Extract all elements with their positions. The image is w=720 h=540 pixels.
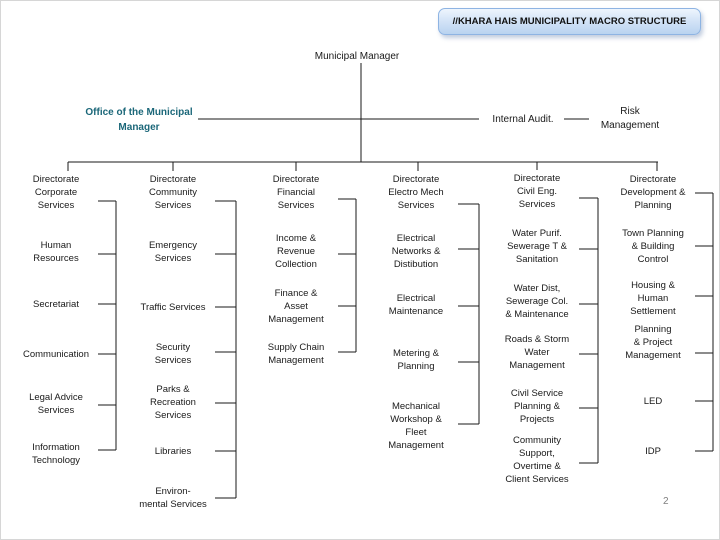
node-led: LED xyxy=(643,396,663,407)
page-number: 2 xyxy=(663,496,669,507)
node-metering-planning: Metering & Planning xyxy=(393,348,439,372)
node-town-planning-building-control: Town Planning & Building Control xyxy=(622,228,684,265)
node-civil-service-planning-projects: Civil Service Planning & Projects xyxy=(510,388,564,425)
node-traffic-services: Traffic Services xyxy=(140,302,206,313)
slide-title-box: //KHARA HAIS MUNICIPALITY MACRO STRUCTUR… xyxy=(438,8,701,35)
node-water-purif-sewerage-t-sanitation: Water Purif. Sewerage T & Sanitation xyxy=(507,228,567,265)
node-human-resources: Human Resources xyxy=(33,240,79,264)
node-legal-advice-services: Legal Advice Services xyxy=(29,392,83,416)
node-secretariat: Secretariat xyxy=(33,299,79,310)
node-emergency-services: Emergency Services xyxy=(148,240,198,264)
slide-title: //KHARA HAIS MUNICIPALITY MACRO STRUCTUR… xyxy=(452,16,687,27)
node-directorate-development-planning: Directorate Development & Planning xyxy=(620,174,686,211)
node-directorate-community-services: Directorate Community Services xyxy=(148,174,198,211)
node-information-technology: Information Technology xyxy=(31,442,81,466)
node-idp: IDP xyxy=(645,446,661,457)
node-communication: Communication xyxy=(23,349,89,360)
node-office-of-the-municipal-manager: Office of the Municipal Manager xyxy=(85,107,193,133)
node-water-dist-sewerage-col-maintenance: Water Dist, Sewerage Col. & Maintenance xyxy=(505,283,569,320)
node-internal-audit: Internal Audit. xyxy=(492,114,554,125)
node-directorate-electro-mech-services: Directorate Electro Mech Services xyxy=(388,174,444,211)
node-electrical-networks-distibution: Electrical Networks & Distibution xyxy=(391,233,441,270)
node-mechanical-workshop-fleet-management: Mechanical Workshop & Fleet Management xyxy=(388,401,444,451)
node-libraries: Libraries xyxy=(154,446,192,457)
node-community-support-overtime-client-services: Community Support, Overtime & Client Ser… xyxy=(505,435,569,485)
node-roads-storm-water-management: Roads & Storm Water Management xyxy=(504,334,570,371)
node-risk-management: Risk Management xyxy=(600,106,660,131)
node-electrical-maintenance: Electrical Maintenance xyxy=(388,293,444,317)
node-income-revenue-collection: Income & Revenue Collection xyxy=(275,233,317,270)
node-environ-mental-services: Environ- mental Services xyxy=(139,486,207,510)
node-finance-asset-management: Finance & Asset Management xyxy=(268,288,324,325)
node-directorate-corporate-services: Directorate Corporate Services xyxy=(32,174,80,211)
node-supply-chain-management: Supply Chain Management xyxy=(267,342,325,366)
node-planning-project-management: Planning & Project Management xyxy=(625,324,681,361)
node-municipal-manager: Municipal Manager xyxy=(314,51,400,62)
node-directorate-financial-services: Directorate Financial Services xyxy=(272,174,320,211)
node-security-services: Security Services xyxy=(154,342,192,366)
node-directorate-civil-eng-services: Directorate Civil Eng. Services xyxy=(513,173,561,210)
node-housing-human-settlement: Housing & Human Settlement xyxy=(630,280,676,317)
node-parks-recreation-services: Parks & Recreation Services xyxy=(150,384,196,421)
